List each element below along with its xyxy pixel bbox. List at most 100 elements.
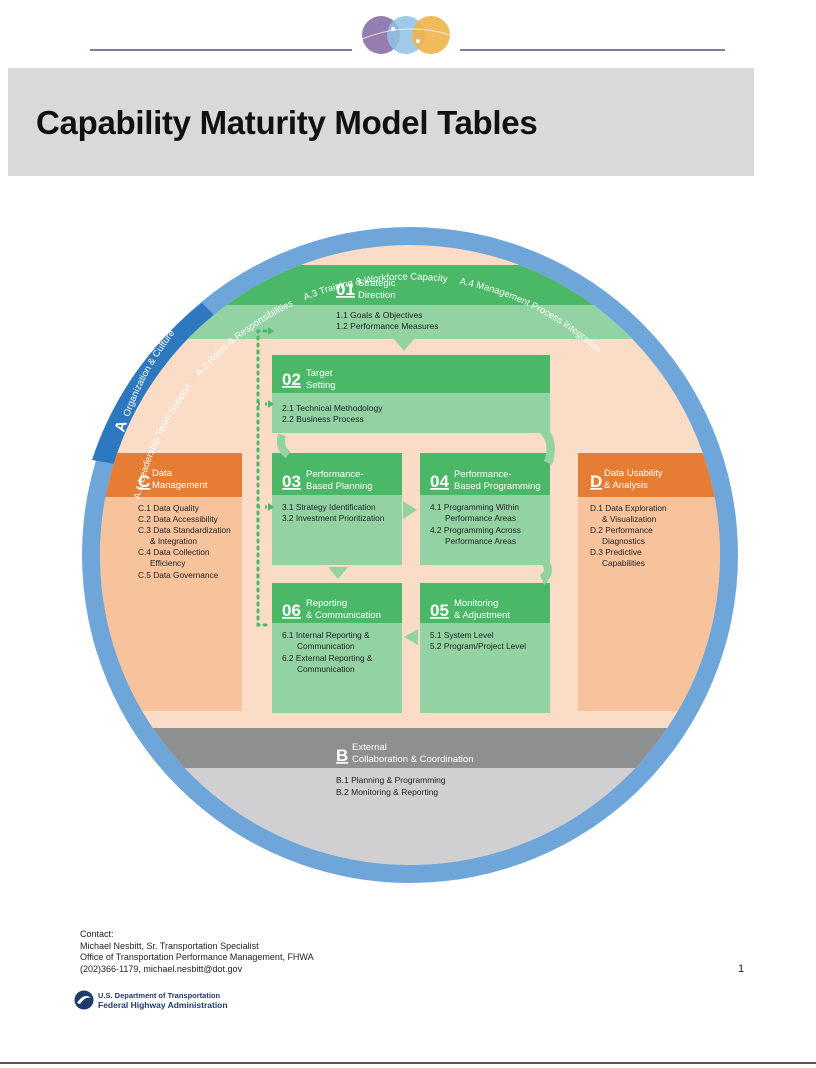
box05-number: 05: [430, 601, 449, 620]
box04-header: [420, 453, 550, 495]
box06-title-1: Reporting: [306, 598, 347, 609]
contact-phone-email: (202)366-1179, michael.nesbitt@dot.gov: [80, 963, 243, 974]
boxC-letter: C: [138, 472, 150, 491]
box06-item-2a: 6.2 External Reporting &: [282, 653, 373, 663]
title-banner: Capability Maturity Model Tables: [8, 68, 754, 176]
box06-item-1a: 6.1 Internal Reporting &: [282, 630, 370, 640]
box06-body: [272, 623, 402, 713]
box02-item-2: 2.2 Business Process: [282, 414, 364, 424]
inner-disc: [100, 245, 720, 865]
box02-body: [272, 393, 550, 433]
box06-title-2: & Communication: [306, 610, 381, 621]
boxC-item-3: C.3 Data Standardization: [138, 525, 231, 535]
arrow-05-to-06: [404, 629, 418, 645]
footer-rule: [0, 1062, 816, 1064]
arrow-03-to-04: [403, 501, 417, 519]
dot-department-label: U.S. Department of Transportation: [98, 991, 221, 1000]
box04-item-1a: 4.1 Programming Within: [430, 502, 519, 512]
box02-item-1: 2.1 Technical Methodology: [282, 403, 383, 413]
box01-number: 01: [336, 280, 355, 299]
boxD-title-1: Data Usability: [604, 468, 663, 479]
contact-office: Office of Transportation Performance Man…: [80, 952, 314, 962]
boxD-header: [578, 453, 720, 497]
circles-logo-icon: [361, 16, 451, 54]
boxD-item-6: Capabilities: [602, 558, 645, 568]
box04-item-2a: 4.2 Programming Across: [430, 525, 521, 535]
dot-logo-icon: [74, 990, 94, 1010]
box04-item-2b: Performance Areas: [445, 536, 516, 546]
box03-item-2: 3.2 Investment Prioritization: [282, 513, 385, 523]
boxB-letter: B: [336, 746, 348, 765]
contact-block: Contact: Michael Nesbitt, Sr. Transporta…: [80, 929, 314, 975]
box01-title-2: Direction: [358, 290, 396, 301]
feedback-arrow-01: [268, 327, 274, 335]
header-rule-right: [460, 49, 725, 51]
contact-name: Michael Nesbitt, Sr. Transportation Spec…: [80, 940, 259, 951]
box01-header: [100, 265, 720, 305]
box05-item-1: 5.1 System Level: [430, 630, 494, 640]
box04-body: [420, 495, 550, 565]
box03-title-1: Performance-: [306, 469, 364, 480]
box02-title-2: Setting: [306, 380, 336, 391]
page-title: Capability Maturity Model Tables: [36, 104, 538, 141]
box04-item-1b: Performance Areas: [445, 513, 516, 523]
box04-title-2: Based Programming: [454, 481, 541, 492]
box03-number: 03: [282, 472, 301, 491]
boxD-item-1: D.1 Data Exploration: [590, 503, 667, 513]
box01-title-1: Strategic: [358, 278, 396, 289]
dot-agency-label: Federal Highway Administration: [98, 1000, 228, 1010]
box02-header: [272, 355, 550, 393]
boxC-title-1: Data: [152, 468, 173, 479]
box03-header: [272, 453, 402, 495]
boxD-item-3: D.2 Performance: [590, 525, 653, 535]
box05-item-2: 5.2 Program/Project Level: [430, 641, 526, 651]
boxD-title-2: & Analysis: [604, 480, 648, 491]
arrow-03-to-06: [328, 567, 348, 579]
arrow-02-to-03: [276, 433, 291, 459]
box01-item-1: 1.1 Goals & Objectives: [336, 310, 422, 320]
box05-header: [420, 583, 550, 623]
boxC-item-1: C.1 Data Quality: [138, 503, 200, 513]
feedback-arrow-02: [268, 400, 274, 408]
boxB-item-2: B.2 Monitoring & Reporting: [336, 787, 438, 797]
boxB-title-1: External: [352, 742, 387, 753]
arrow-04-to-05: [540, 555, 552, 585]
box06-number: 06: [282, 601, 301, 620]
box06-item-1b: Communication: [297, 641, 355, 651]
box06-item-2b: Communication: [297, 664, 355, 674]
arrow-01-to-02: [394, 339, 414, 351]
box03-body: [272, 495, 402, 565]
box05-body: [420, 623, 550, 713]
boxC-item-6: Efficiency: [150, 558, 186, 568]
header-rule-left: [90, 49, 352, 51]
boxD-item-4: Diagnostics: [602, 536, 645, 546]
boxC-item-2: C.2 Data Accessibility: [138, 514, 219, 524]
boxC-item-5: C.4 Data Collection: [138, 547, 210, 557]
box03-item-1: 3.1 Strategy Identification: [282, 502, 376, 512]
box05-title-1: Monitoring: [454, 598, 498, 609]
boxB-item-1: B.1 Planning & Programming: [336, 775, 446, 785]
box04-title-1: Performance-: [454, 469, 512, 480]
box06-header: [272, 583, 402, 623]
feedback-dotted-line: [256, 329, 270, 627]
box02-number: 02: [282, 370, 301, 389]
contact-heading: Contact:: [80, 929, 114, 939]
boxD-item-2: & Visualization: [602, 514, 657, 524]
boxB-header: [100, 728, 720, 768]
capability-maturity-diagram: A.1 Leadership Team Support A.2 Roles & …: [82, 227, 738, 883]
organization-letter: A: [112, 418, 131, 434]
arrow-02-to-04: [534, 421, 555, 465]
box03-title-2: Based Planning: [306, 481, 373, 492]
boxD-letter: D: [590, 472, 602, 491]
box02-title-1: Target: [306, 368, 333, 379]
feedback-arrow-03: [268, 503, 274, 511]
box05-title-2: & Adjustment: [454, 610, 510, 621]
boxC-header: [100, 453, 242, 497]
boxC-title-2: Management: [152, 480, 208, 491]
boxC-item-4: & Integration: [150, 536, 197, 546]
boxB-title-2: Collaboration & Coordination: [352, 754, 473, 765]
page-number: 1: [738, 963, 745, 975]
box04-number: 04: [430, 472, 449, 491]
boxD-item-5: D.3 Predictive: [590, 547, 642, 557]
boxC-item-7: C.5 Data Governance: [138, 570, 219, 580]
